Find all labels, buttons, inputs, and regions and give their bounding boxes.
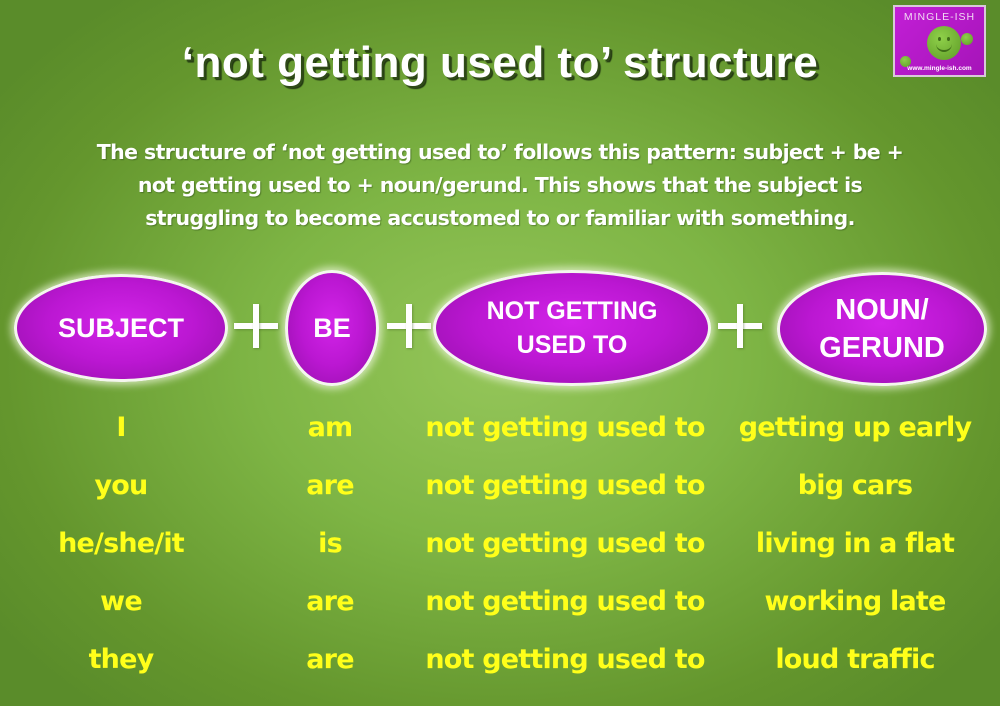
subject-cell: you bbox=[94, 470, 149, 501]
plus-icon bbox=[718, 304, 762, 348]
small-smiley-icon bbox=[900, 56, 911, 67]
page-title: ‘not getting used to’ structure bbox=[181, 38, 819, 87]
phrase-cell: not getting used to bbox=[425, 528, 705, 559]
logo-name: MINGLE-ISH bbox=[903, 11, 976, 23]
subject-cell: we bbox=[100, 586, 142, 617]
object-cell: working late bbox=[764, 586, 946, 617]
noun-gerund-oval: NOUN/ GERUND bbox=[777, 272, 987, 386]
example-row: we are not getting used to working late bbox=[0, 586, 1000, 644]
intro-paragraph: The structure of ‘not getting used to’ f… bbox=[60, 136, 940, 235]
intro-line: not getting used to + noun/gerund. This … bbox=[137, 173, 863, 197]
subject-oval: SUBJECT bbox=[14, 274, 228, 382]
be-cell: is bbox=[318, 528, 343, 559]
object-cell: big cars bbox=[797, 470, 913, 501]
be-oval: BE bbox=[285, 270, 379, 386]
oval-label: NOT GETTING bbox=[486, 297, 658, 325]
example-row: you are not getting used to big cars bbox=[0, 470, 1000, 528]
object-cell: living in a flat bbox=[755, 528, 955, 559]
not-getting-used-to-oval: NOT GETTING USED TO bbox=[433, 270, 711, 386]
plus-icon bbox=[234, 304, 278, 348]
small-smiley-icon bbox=[961, 33, 973, 45]
oval-label: GERUND bbox=[819, 332, 945, 364]
plus-icon bbox=[387, 304, 431, 348]
be-cell: are bbox=[306, 586, 354, 617]
oval-label: USED TO bbox=[516, 331, 628, 359]
example-row: he/she/it is not getting used to living … bbox=[0, 528, 1000, 586]
example-row: they are not getting used to loud traffi… bbox=[0, 644, 1000, 702]
phrase-cell: not getting used to bbox=[425, 412, 705, 443]
be-cell: are bbox=[306, 470, 354, 501]
be-cell: are bbox=[306, 644, 354, 675]
intro-line: struggling to become accustomed to or fa… bbox=[145, 206, 855, 230]
smiley-face-icon bbox=[927, 26, 961, 60]
oval-label: NOUN/ bbox=[835, 294, 929, 326]
oval-label: BE bbox=[313, 312, 351, 343]
subject-cell: he/she/it bbox=[58, 528, 185, 559]
intro-line: The structure of ‘not getting used to’ f… bbox=[96, 140, 904, 164]
phrase-cell: not getting used to bbox=[425, 644, 705, 675]
object-cell: getting up early bbox=[738, 412, 972, 443]
subject-cell: they bbox=[88, 644, 155, 675]
subject-cell: I bbox=[116, 412, 126, 443]
example-row: I am not getting used to getting up earl… bbox=[0, 412, 1000, 470]
phrase-cell: not getting used to bbox=[425, 470, 705, 501]
object-cell: loud traffic bbox=[775, 644, 935, 675]
oval-label: SUBJECT bbox=[57, 312, 185, 343]
be-cell: am bbox=[307, 412, 354, 443]
mingle-ish-logo[interactable]: MINGLE-ISH www.mingle-ish.com bbox=[893, 5, 986, 77]
logo-url: www.mingle-ish.com bbox=[907, 65, 972, 72]
phrase-cell: not getting used to bbox=[425, 586, 705, 617]
